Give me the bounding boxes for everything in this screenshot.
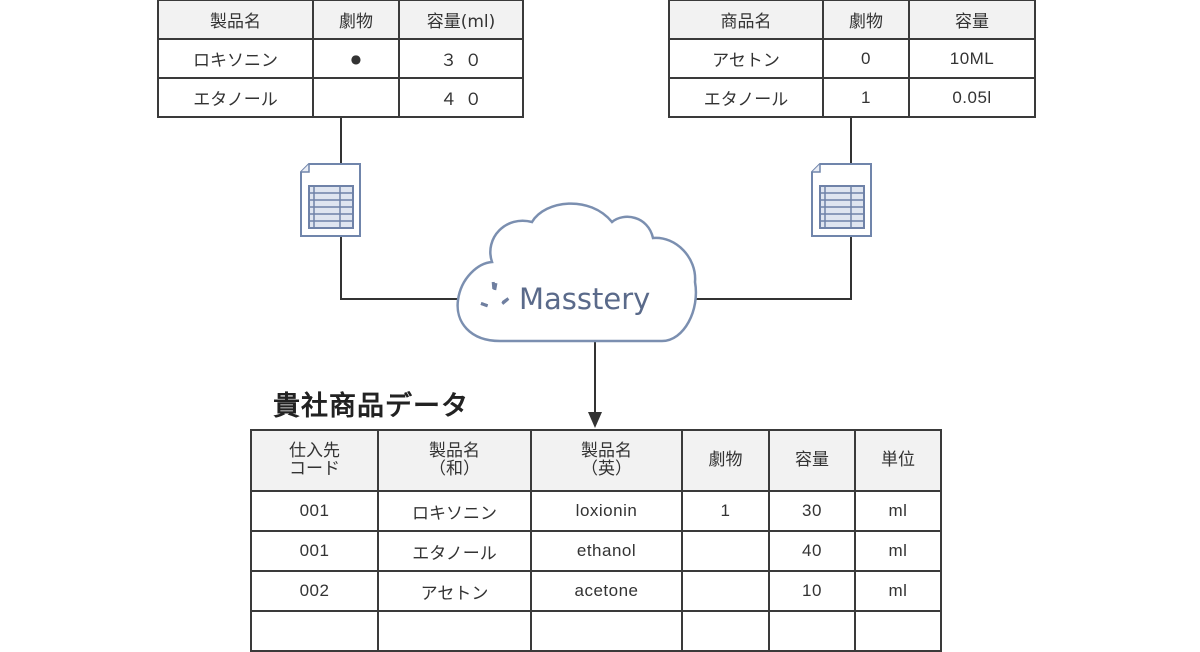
brand-name: Masstery (519, 282, 650, 316)
table-cell: エタノール (377, 530, 532, 572)
table-cell (530, 610, 683, 652)
table-cell: アセトン (377, 570, 532, 612)
header-line: 仕入先 (289, 440, 340, 461)
column-header: 商品名 (668, 0, 824, 40)
table-cell (377, 610, 532, 652)
table-cell: 10 (768, 570, 856, 612)
spreadsheet-file-icon (300, 163, 361, 237)
column-header: 製品名 (157, 0, 314, 40)
table-cell: ３０ (398, 38, 524, 79)
masstery-star-logo (480, 281, 510, 308)
table-row (250, 610, 942, 652)
header-line: （和） (429, 458, 480, 479)
cloud-icon (456, 202, 698, 343)
spreadsheet-file-icon (811, 163, 872, 237)
table-cell: ethanol (530, 530, 683, 572)
destination-table: 仕入先 コード 製品名 （和） 製品名 （英） 劇物 容量 単位 001 ロキソ… (250, 429, 942, 652)
table-cell: エタノール (668, 77, 824, 118)
header-line: （英） (581, 458, 632, 479)
table-row: 001 エタノール ethanol 40 ml (250, 530, 942, 572)
column-header-poison: 劇物 (681, 429, 770, 492)
table-cell (681, 570, 770, 612)
header-line: コード (289, 458, 340, 479)
table-cell: エタノール (157, 77, 314, 118)
table-cell (312, 77, 400, 118)
header-line: 製品名 (581, 440, 632, 461)
column-header-product-name-ja: 製品名 （和） (377, 429, 532, 492)
column-header-unit: 単位 (854, 429, 942, 492)
table-row: エタノール 1 0.05l (668, 77, 1036, 118)
connector-right-lower (692, 236, 852, 300)
table-cell: 30 (768, 490, 856, 532)
table-cell (768, 610, 856, 652)
table-row: 002 アセトン acetone 10 ml (250, 570, 942, 612)
table-cell: 40 (768, 530, 856, 572)
table-cell: 1 (822, 77, 910, 118)
table-row: アセトン 0 10ML (668, 38, 1036, 79)
table-cell (681, 530, 770, 572)
arrow-head-icon (588, 412, 602, 428)
column-header: 容量(ml) (398, 0, 524, 40)
table-cell: アセトン (668, 38, 824, 79)
table-cell: 0.05l (908, 77, 1036, 118)
header-line: 製品名 (429, 440, 480, 461)
table-cell: 0 (822, 38, 910, 79)
column-header-volume: 容量 (768, 429, 856, 492)
column-header: 劇物 (822, 0, 910, 40)
table-cell: ４０ (398, 77, 524, 118)
table-cell: acetone (530, 570, 683, 612)
table-row: 001 ロキソニン loxionin 1 30 ml (250, 490, 942, 532)
table-cell (681, 610, 770, 652)
table-header-row: 製品名 劇物 容量(ml) (157, 0, 524, 40)
table-cell: 001 (250, 530, 379, 572)
column-header-product-name-en: 製品名 （英） (530, 429, 683, 492)
table-cell: ml (854, 490, 942, 532)
table-header-row: 商品名 劇物 容量 (668, 0, 1036, 40)
table-cell: 10ML (908, 38, 1036, 79)
source-table-1: 製品名 劇物 容量(ml) ロキソニン ● ３０ エタノール ４０ (157, 0, 524, 118)
table-cell: loxionin (530, 490, 683, 532)
source-table-2: 商品名 劇物 容量 アセトン 0 10ML エタノール 1 0.05l (668, 0, 1036, 118)
column-header-supplier-code: 仕入先 コード (250, 429, 379, 492)
table-cell: 001 (250, 490, 379, 532)
table-cell: ml (854, 570, 942, 612)
table-cell: ロキソニン (157, 38, 314, 79)
table-cell (250, 610, 379, 652)
table-cell: ● (312, 38, 400, 79)
table-cell: 002 (250, 570, 379, 612)
table-header-row: 仕入先 コード 製品名 （和） 製品名 （英） 劇物 容量 単位 (250, 429, 942, 492)
table-row: エタノール ４０ (157, 77, 524, 118)
column-header: 容量 (908, 0, 1036, 40)
flow-diagram: Masstery (300, 116, 872, 428)
destination-title: 貴社商品データ (273, 391, 469, 422)
connector-left-lower (340, 236, 462, 300)
table-cell: ml (854, 530, 942, 572)
table-cell: ロキソニン (377, 490, 532, 532)
table-cell (854, 610, 942, 652)
table-row: ロキソニン ● ３０ (157, 38, 524, 79)
table-cell: 1 (681, 490, 770, 532)
column-header: 劇物 (312, 0, 400, 40)
